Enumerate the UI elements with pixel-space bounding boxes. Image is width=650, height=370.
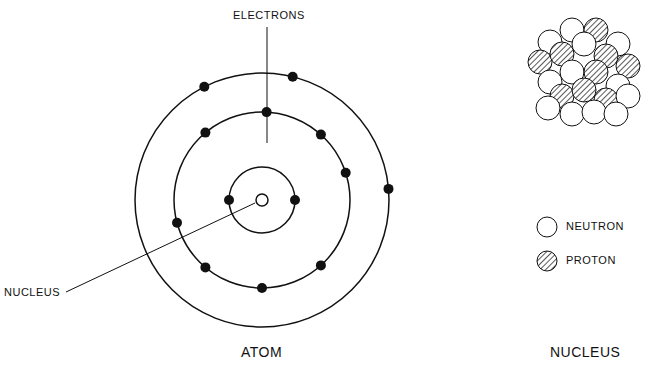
circle-shape bbox=[537, 251, 557, 271]
circle-shape bbox=[572, 78, 596, 102]
legend-text: PROTON bbox=[566, 255, 616, 266]
electron-shells bbox=[135, 73, 389, 327]
leader-lines bbox=[66, 27, 267, 292]
circle-shape bbox=[224, 195, 234, 205]
circle-shape bbox=[290, 195, 300, 205]
part-label: ATOM bbox=[241, 345, 282, 359]
part-label: ELECTRONS bbox=[233, 10, 305, 21]
circle-shape bbox=[200, 262, 210, 272]
circle-shape bbox=[572, 32, 596, 56]
circle-shape bbox=[384, 184, 394, 194]
circle-shape bbox=[257, 283, 267, 293]
circle-shape bbox=[536, 96, 560, 120]
circle-shape bbox=[316, 260, 326, 270]
circle-shape bbox=[341, 168, 351, 178]
circle-shape bbox=[537, 217, 557, 237]
legend-samples bbox=[537, 217, 557, 271]
part-label: NUCLEUS bbox=[550, 345, 620, 359]
legend-text: NEUTRON bbox=[566, 221, 624, 232]
circle-shape bbox=[199, 82, 209, 92]
circle-shape bbox=[316, 130, 326, 140]
part-label: NUCLEUS bbox=[4, 287, 60, 298]
nucleus-cluster bbox=[528, 18, 640, 126]
electron-dots bbox=[172, 72, 394, 293]
circle-shape bbox=[172, 218, 182, 228]
circle-shape bbox=[582, 100, 606, 124]
circle-shape bbox=[560, 102, 584, 126]
circle-shape bbox=[200, 128, 210, 138]
circle-shape bbox=[288, 72, 298, 82]
circle-shape bbox=[604, 102, 628, 126]
